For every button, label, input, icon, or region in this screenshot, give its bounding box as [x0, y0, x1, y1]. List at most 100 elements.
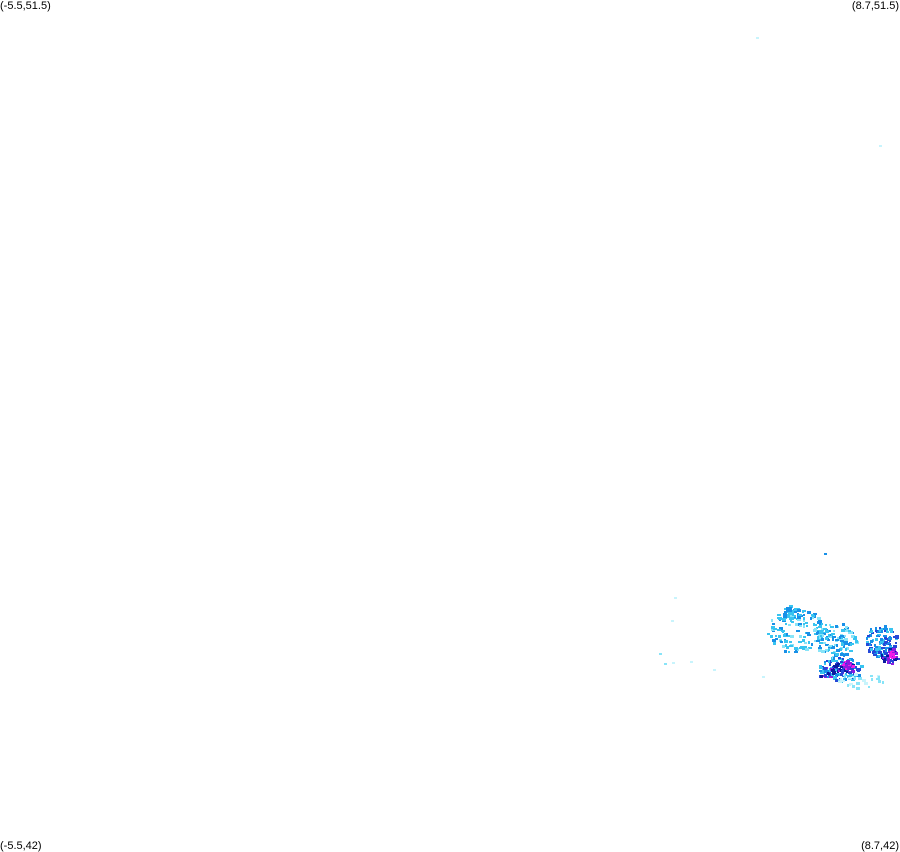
radar-echo-ring: [835, 660, 838, 662]
radar-echo-cluster-east: [895, 656, 898, 658]
radar-echo-ring: [855, 640, 858, 643]
radar-echo-ring: [828, 645, 832, 647]
radar-echo-ring: [848, 632, 852, 634]
radar-echo-cluster-east: [873, 654, 877, 656]
radar-echo-ring: [841, 637, 843, 639]
radar-echo-core: [850, 667, 854, 670]
radar-echo-ring: [843, 655, 845, 657]
radar-echo-core: [838, 670, 840, 672]
radar-echo-cluster-east: [890, 659, 892, 662]
radar-echo-cluster-west: [780, 641, 783, 643]
radar-echo-cluster-west: [803, 614, 805, 616]
radar-echo-cluster-west: [806, 632, 810, 634]
radar-echo-cluster-east: [867, 635, 870, 637]
radar-echo-core: [829, 676, 833, 678]
radar-echo-cluster-east: [882, 657, 884, 659]
radar-echo-ring: [845, 673, 847, 676]
radar-echo-ring: [841, 643, 844, 646]
radar-echo-cluster-east: [868, 643, 871, 646]
radar-echo-ring: [838, 639, 841, 641]
radar-echo-ring: [818, 647, 822, 649]
radar-echo-ring: [836, 649, 840, 652]
radar-echo-cluster-east: [895, 635, 899, 638]
radar-echo-cluster-east: [884, 625, 887, 628]
radar-echo-ring: [847, 675, 851, 678]
radar-echo-ring: [846, 647, 849, 650]
radar-echo-ring: [842, 653, 844, 655]
radar-echo-cluster-east: [870, 640, 873, 643]
radar-echo-fringe: [854, 673, 858, 676]
radar-echo-ring: [833, 630, 835, 632]
radar-echo-core: [832, 673, 835, 675]
radar-echo-speck: [674, 597, 677, 599]
radar-echo-ring: [825, 630, 829, 633]
radar-echo-ring: [828, 660, 830, 663]
radar-echo-cluster-east: [875, 646, 877, 648]
radar-echo-cluster-east: [884, 641, 887, 644]
radar-echo-ring: [831, 652, 835, 654]
radar-echo-cluster-west: [792, 611, 794, 613]
radar-echo-ring: [843, 678, 845, 680]
radar-echo-cluster-west: [783, 615, 787, 618]
radar-echo-cluster-east: [887, 656, 890, 659]
radar-echo-cluster-east: [889, 653, 891, 656]
radar-echo-ring: [841, 641, 843, 644]
radar-echo-cluster-west: [767, 633, 770, 635]
radar-echo-ring: [850, 643, 852, 646]
radar-echo-ring: [829, 624, 831, 626]
radar-echo-cluster-west: [792, 614, 794, 616]
radar-echo-cluster-west: [790, 635, 794, 638]
radar-echo-core: [844, 669, 846, 672]
radar-echo-cluster-east: [896, 657, 898, 660]
radar-echo-speck: [879, 145, 882, 147]
radar-echo-ring: [845, 626, 847, 629]
radar-echo-cluster-west: [802, 611, 804, 613]
radar-echo-core: [843, 666, 845, 668]
radar-echo-cluster-west: [814, 640, 817, 642]
radar-echo-core: [852, 670, 855, 673]
radar-echo-cluster-east: [870, 628, 872, 631]
radar-echo-cluster-west: [813, 623, 815, 626]
radar-echo-cluster-west: [797, 618, 801, 621]
radar-echo-ring: [841, 629, 845, 632]
radar-echo-fringe: [882, 681, 884, 684]
radar-echo-ring: [845, 678, 847, 681]
radar-echo-ring: [826, 660, 829, 662]
radar-echo-cluster-west: [784, 611, 787, 614]
radar-echo-cluster-west: [785, 644, 787, 647]
radar-echo-fringe: [852, 685, 855, 688]
radar-echo-speck: [762, 676, 765, 678]
radar-echo-cluster-west: [817, 617, 821, 620]
radar-echo-fringe: [844, 675, 846, 678]
radar-echo-cluster-west: [777, 629, 781, 631]
radar-echo-ring: [823, 642, 826, 644]
radar-echo-cluster-west: [813, 613, 817, 615]
radar-echo-ring: [822, 672, 825, 674]
radar-echo-speck: [672, 662, 675, 664]
radar-echo-speck: [664, 663, 667, 665]
radar-echo-cluster-west: [798, 623, 801, 626]
radar-echo-cluster-east: [879, 629, 881, 632]
radar-echo-ring: [849, 650, 853, 652]
radar-echo-fringe: [849, 683, 853, 685]
radar-echo-ring: [841, 659, 844, 662]
radar-echo-fringe: [852, 676, 854, 678]
radar-echo-cluster-west: [806, 625, 808, 627]
radar-echo-ring: [827, 639, 830, 641]
radar-echo-core: [842, 667, 845, 670]
radar-echo-ring: [834, 667, 837, 670]
radar-echo-cluster-west: [803, 620, 805, 622]
radar-echo-ring: [840, 635, 844, 638]
radar-echo-fringe: [854, 677, 856, 680]
radar-echo-ring: [835, 653, 839, 656]
radar-echo-cluster-west: [775, 635, 777, 637]
radar-echo-cluster-west: [805, 622, 808, 624]
radar-echo-cluster-west: [790, 617, 794, 620]
radar-echo-cluster-east: [875, 627, 877, 630]
radar-echo-cluster-west: [794, 647, 798, 650]
radar-echo-fringe: [868, 686, 870, 688]
radar-echo-cluster-east: [881, 654, 883, 657]
radar-echo-speck: [690, 661, 693, 663]
radar-echo-ring: [832, 646, 835, 649]
radar-echo-cluster-east: [888, 637, 892, 640]
